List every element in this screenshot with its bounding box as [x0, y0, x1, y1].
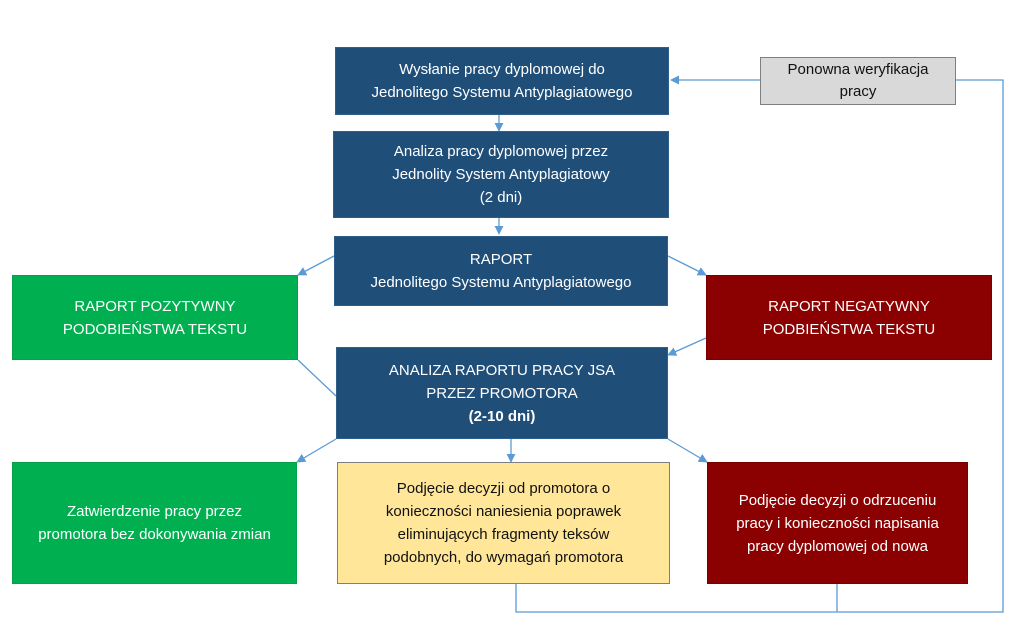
node-reject-line: Podjęcie decyzji o odrzuceniu [738, 491, 937, 509]
node-corrections-line: podobnych, do wymagań promotora [383, 549, 624, 566]
node-promoter-duration: (2-10 dni) [468, 407, 536, 425]
arrow-promoter-to-approve [296, 438, 337, 463]
node-report-line: RAPORT [469, 251, 533, 268]
arrow-report-to-negative [667, 255, 707, 276]
arrow-report-to-positive [297, 255, 335, 276]
node-positive-line: RAPORT POZYTYWNY [74, 297, 236, 315]
line-positive-to-promoter [297, 359, 337, 397]
node-corrections-line: konieczności naniesienia poprawek [385, 503, 622, 520]
node-analysis-line: Analiza pracy dyplomowej przez [393, 143, 609, 160]
node-reverify-line: Ponowna weryfikacja [787, 61, 929, 78]
node-corrections: Podjęcie decyzji od promotora o konieczn… [337, 462, 670, 584]
node-corrections-line: eliminujących fragmenty teksów [397, 526, 610, 543]
node-corrections-line: Podjęcie decyzji od promotora o [396, 480, 611, 497]
node-report: RAPORT Jednolitego Systemu Antyplagiatow… [334, 236, 668, 306]
node-reverify: Ponowna weryfikacja pracy [760, 57, 956, 105]
node-promoter-analysis: ANALIZA RAPORTU PRACY JSA PRZEZ PROMOTOR… [336, 347, 668, 439]
node-approve-line: promotora bez dokonywania zmian [38, 526, 271, 543]
node-analysis-line: Jednolity System Antyplagiatowy [392, 166, 610, 183]
node-approve: Zatwierdzenie pracy przez promotora bez … [12, 462, 297, 584]
node-reject: Podjęcie decyzji o odrzuceniu pracy i ko… [707, 462, 968, 584]
node-positive-line: PODOBIEŃSTWA TEKSTU [62, 320, 248, 338]
node-approve-line: Zatwierdzenie pracy przez [66, 503, 243, 520]
node-reverify-line: pracy [839, 83, 877, 100]
node-analysis-line: (2 dni) [479, 189, 523, 206]
arrow-negative-to-promoter [667, 337, 707, 356]
node-report-line: Jednolitego Systemu Antyplagiatowego [370, 274, 632, 291]
node-submit: Wysłanie pracy dyplomowej do Jednolitego… [335, 47, 669, 115]
node-submit-line: Jednolitego Systemu Antyplagiatowego [371, 84, 633, 101]
node-promoter-line: PRZEZ PROMOTORA [426, 384, 578, 402]
node-analysis: Analiza pracy dyplomowej przez Jednolity… [333, 131, 669, 218]
node-promoter-line: ANALIZA RAPORTU PRACY JSA [388, 361, 616, 379]
node-negative-line: PODBIEŃSTWA TEKSTU [762, 320, 936, 338]
feedback-loop-line [515, 79, 1004, 613]
arrow-promoter-to-reject [667, 438, 708, 463]
node-reject-line: pracy i konieczności napisania [736, 514, 939, 532]
node-reject-line: pracy dyplomowej od nowa [747, 537, 928, 555]
node-negative-line: RAPORT NEGATYWNY [768, 297, 930, 315]
node-submit-line: Wysłanie pracy dyplomowej do [399, 61, 605, 78]
node-negative-report: RAPORT NEGATYWNY PODBIEŃSTWA TEKSTU [706, 275, 992, 360]
node-positive-report: RAPORT POZYTYWNY PODOBIEŃSTWA TEKSTU [12, 275, 298, 360]
